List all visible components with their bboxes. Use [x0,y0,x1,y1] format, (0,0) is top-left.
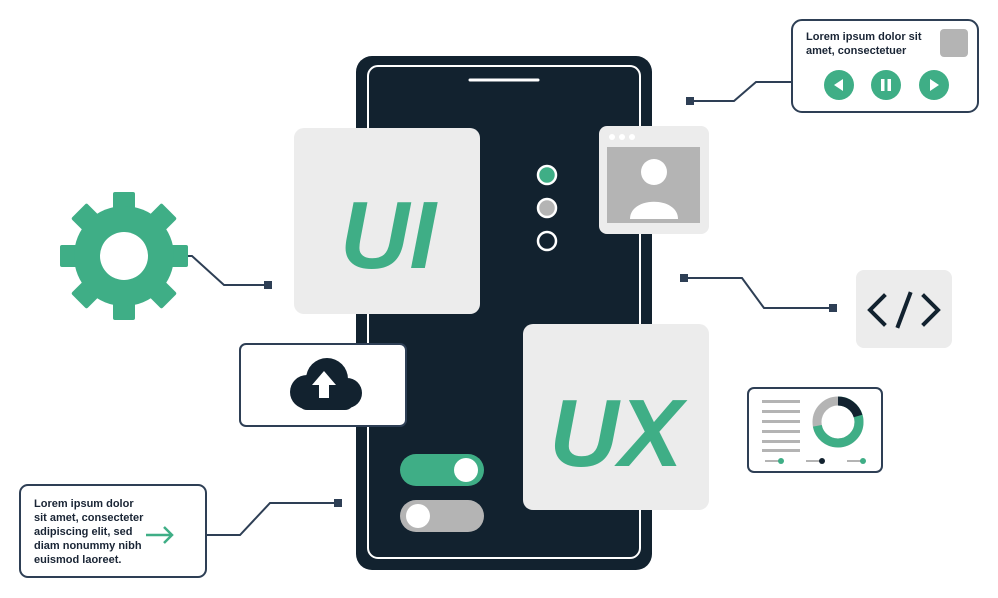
ux-label: UX [549,380,687,487]
next-button[interactable] [919,70,949,100]
radio-dot-selected[interactable] [536,164,558,186]
music-player-card [791,19,979,113]
pause-icon [881,79,891,91]
ui-card: UI [294,128,480,314]
profile-card[interactable] [599,126,709,234]
album-thumbnail [940,29,968,57]
connector-code [684,277,833,309]
dashboard-sliders [765,458,866,464]
ux-card: UX [523,324,709,510]
pause-button[interactable] [871,70,901,100]
donut-accent [837,396,863,418]
code-icon [867,291,941,329]
cloud-upload-icon [290,358,362,410]
upload-card[interactable] [239,343,407,427]
note-card [19,484,207,578]
dashboard-lines [762,400,800,452]
previous-icon [834,79,843,91]
connector-note [188,502,338,536]
radio-dot-gray[interactable] [536,197,558,219]
connectors [124,81,833,536]
toggle-on[interactable] [400,454,484,486]
ui-label: UI [340,182,438,289]
connector-music [690,81,820,102]
note-card-caption: Lorem ipsum dolor sit amet, consecteter … [34,498,144,566]
previous-button[interactable] [824,70,854,100]
code-card[interactable] [856,270,952,348]
toggle-off[interactable] [400,500,484,532]
donut-chart [812,396,864,448]
dashboard-card [747,387,883,473]
radio-dot-empty[interactable] [536,230,558,252]
user-avatar-icon [630,159,678,219]
arrow-right-icon [146,526,174,544]
next-icon [930,79,939,91]
gear-icon[interactable] [60,192,188,320]
music-player-caption: Lorem ipsum dolor sit amet, consectetuer [806,31,922,57]
